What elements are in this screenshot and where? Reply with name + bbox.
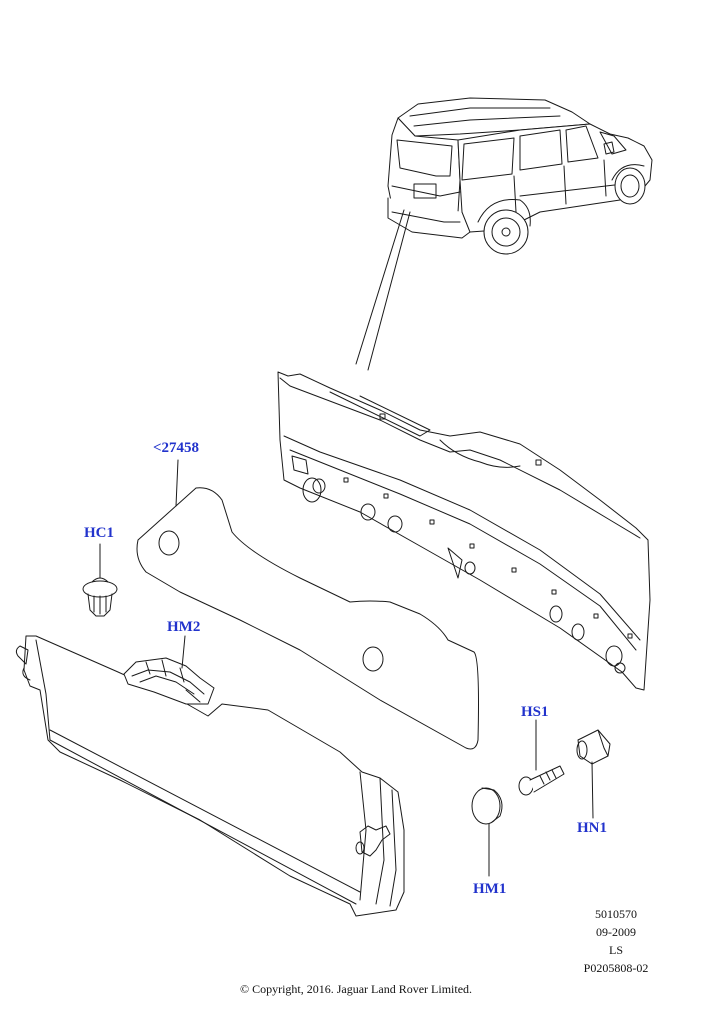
screw-hs1 xyxy=(518,765,565,796)
callout-hs1[interactable]: HS1 xyxy=(521,704,549,720)
gasket-seal xyxy=(136,487,479,750)
callout-hn1[interactable]: HN1 xyxy=(577,820,607,836)
callout-hm1[interactable]: HM1 xyxy=(473,881,507,897)
copyright-notice: © Copyright, 2016. Jaguar Land Rover Lim… xyxy=(239,982,473,996)
cap-hm1 xyxy=(471,787,503,825)
trim-panel xyxy=(15,635,405,917)
market-code: LS xyxy=(608,943,623,957)
callout-27458[interactable]: <27458 xyxy=(153,440,200,456)
bracket-hm2 xyxy=(123,657,215,705)
ref-number: 5010570 xyxy=(595,907,637,921)
leader-lines xyxy=(99,459,594,877)
clip-hc1 xyxy=(82,577,118,617)
body-panel xyxy=(277,371,651,691)
part-ref: P0205808-02 xyxy=(583,961,649,975)
vehicle-illustration xyxy=(387,97,653,255)
diagram-date: 09-2009 xyxy=(596,925,636,939)
callout-hc1[interactable]: HC1 xyxy=(84,525,114,541)
nut-hn1 xyxy=(576,729,611,765)
callout-hm2[interactable]: HM2 xyxy=(167,619,201,635)
